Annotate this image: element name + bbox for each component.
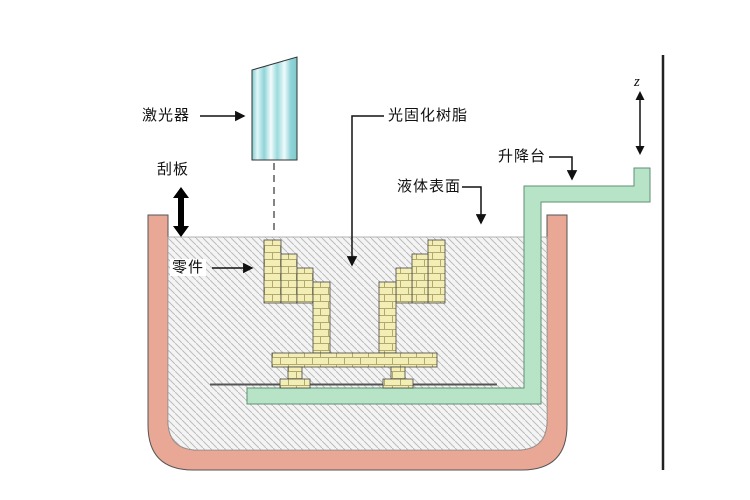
part-right-column (378, 281, 397, 354)
part-right-step-3 (395, 267, 413, 304)
resin-label: 光固化树脂 (388, 107, 469, 124)
scraper-label: 刮板 (157, 161, 190, 178)
part-left-step-1 (263, 239, 282, 304)
part-right-foot (382, 378, 414, 389)
z-axis-label: z (634, 74, 640, 90)
part-left-leg (287, 366, 303, 381)
liquid-surface-label-arrow (462, 186, 487, 225)
part-left-column (312, 281, 331, 354)
scraper-arrow (173, 187, 189, 237)
elevator-label: 升降台 (498, 148, 547, 165)
part-structure (263, 239, 446, 389)
resin-label-arrow (346, 115, 384, 267)
laser-label: 激光器 (142, 107, 191, 124)
part-right-leg (390, 366, 406, 381)
laser-device (251, 56, 298, 161)
part-right-step-2 (411, 253, 429, 304)
part-label: 零件 (170, 259, 207, 276)
liquid-resin (167, 236, 548, 451)
elevator-platform (246, 167, 651, 405)
part-left-foot (279, 378, 311, 389)
part-beam (271, 352, 438, 368)
part-left-step-2 (280, 253, 298, 304)
part-left-step-3 (296, 267, 314, 304)
elevator-label-arrow (549, 156, 578, 181)
z-axis-arrow (635, 91, 645, 155)
part-right-step-1 (427, 239, 446, 304)
liquid-surface-label: 液体表面 (397, 178, 462, 195)
